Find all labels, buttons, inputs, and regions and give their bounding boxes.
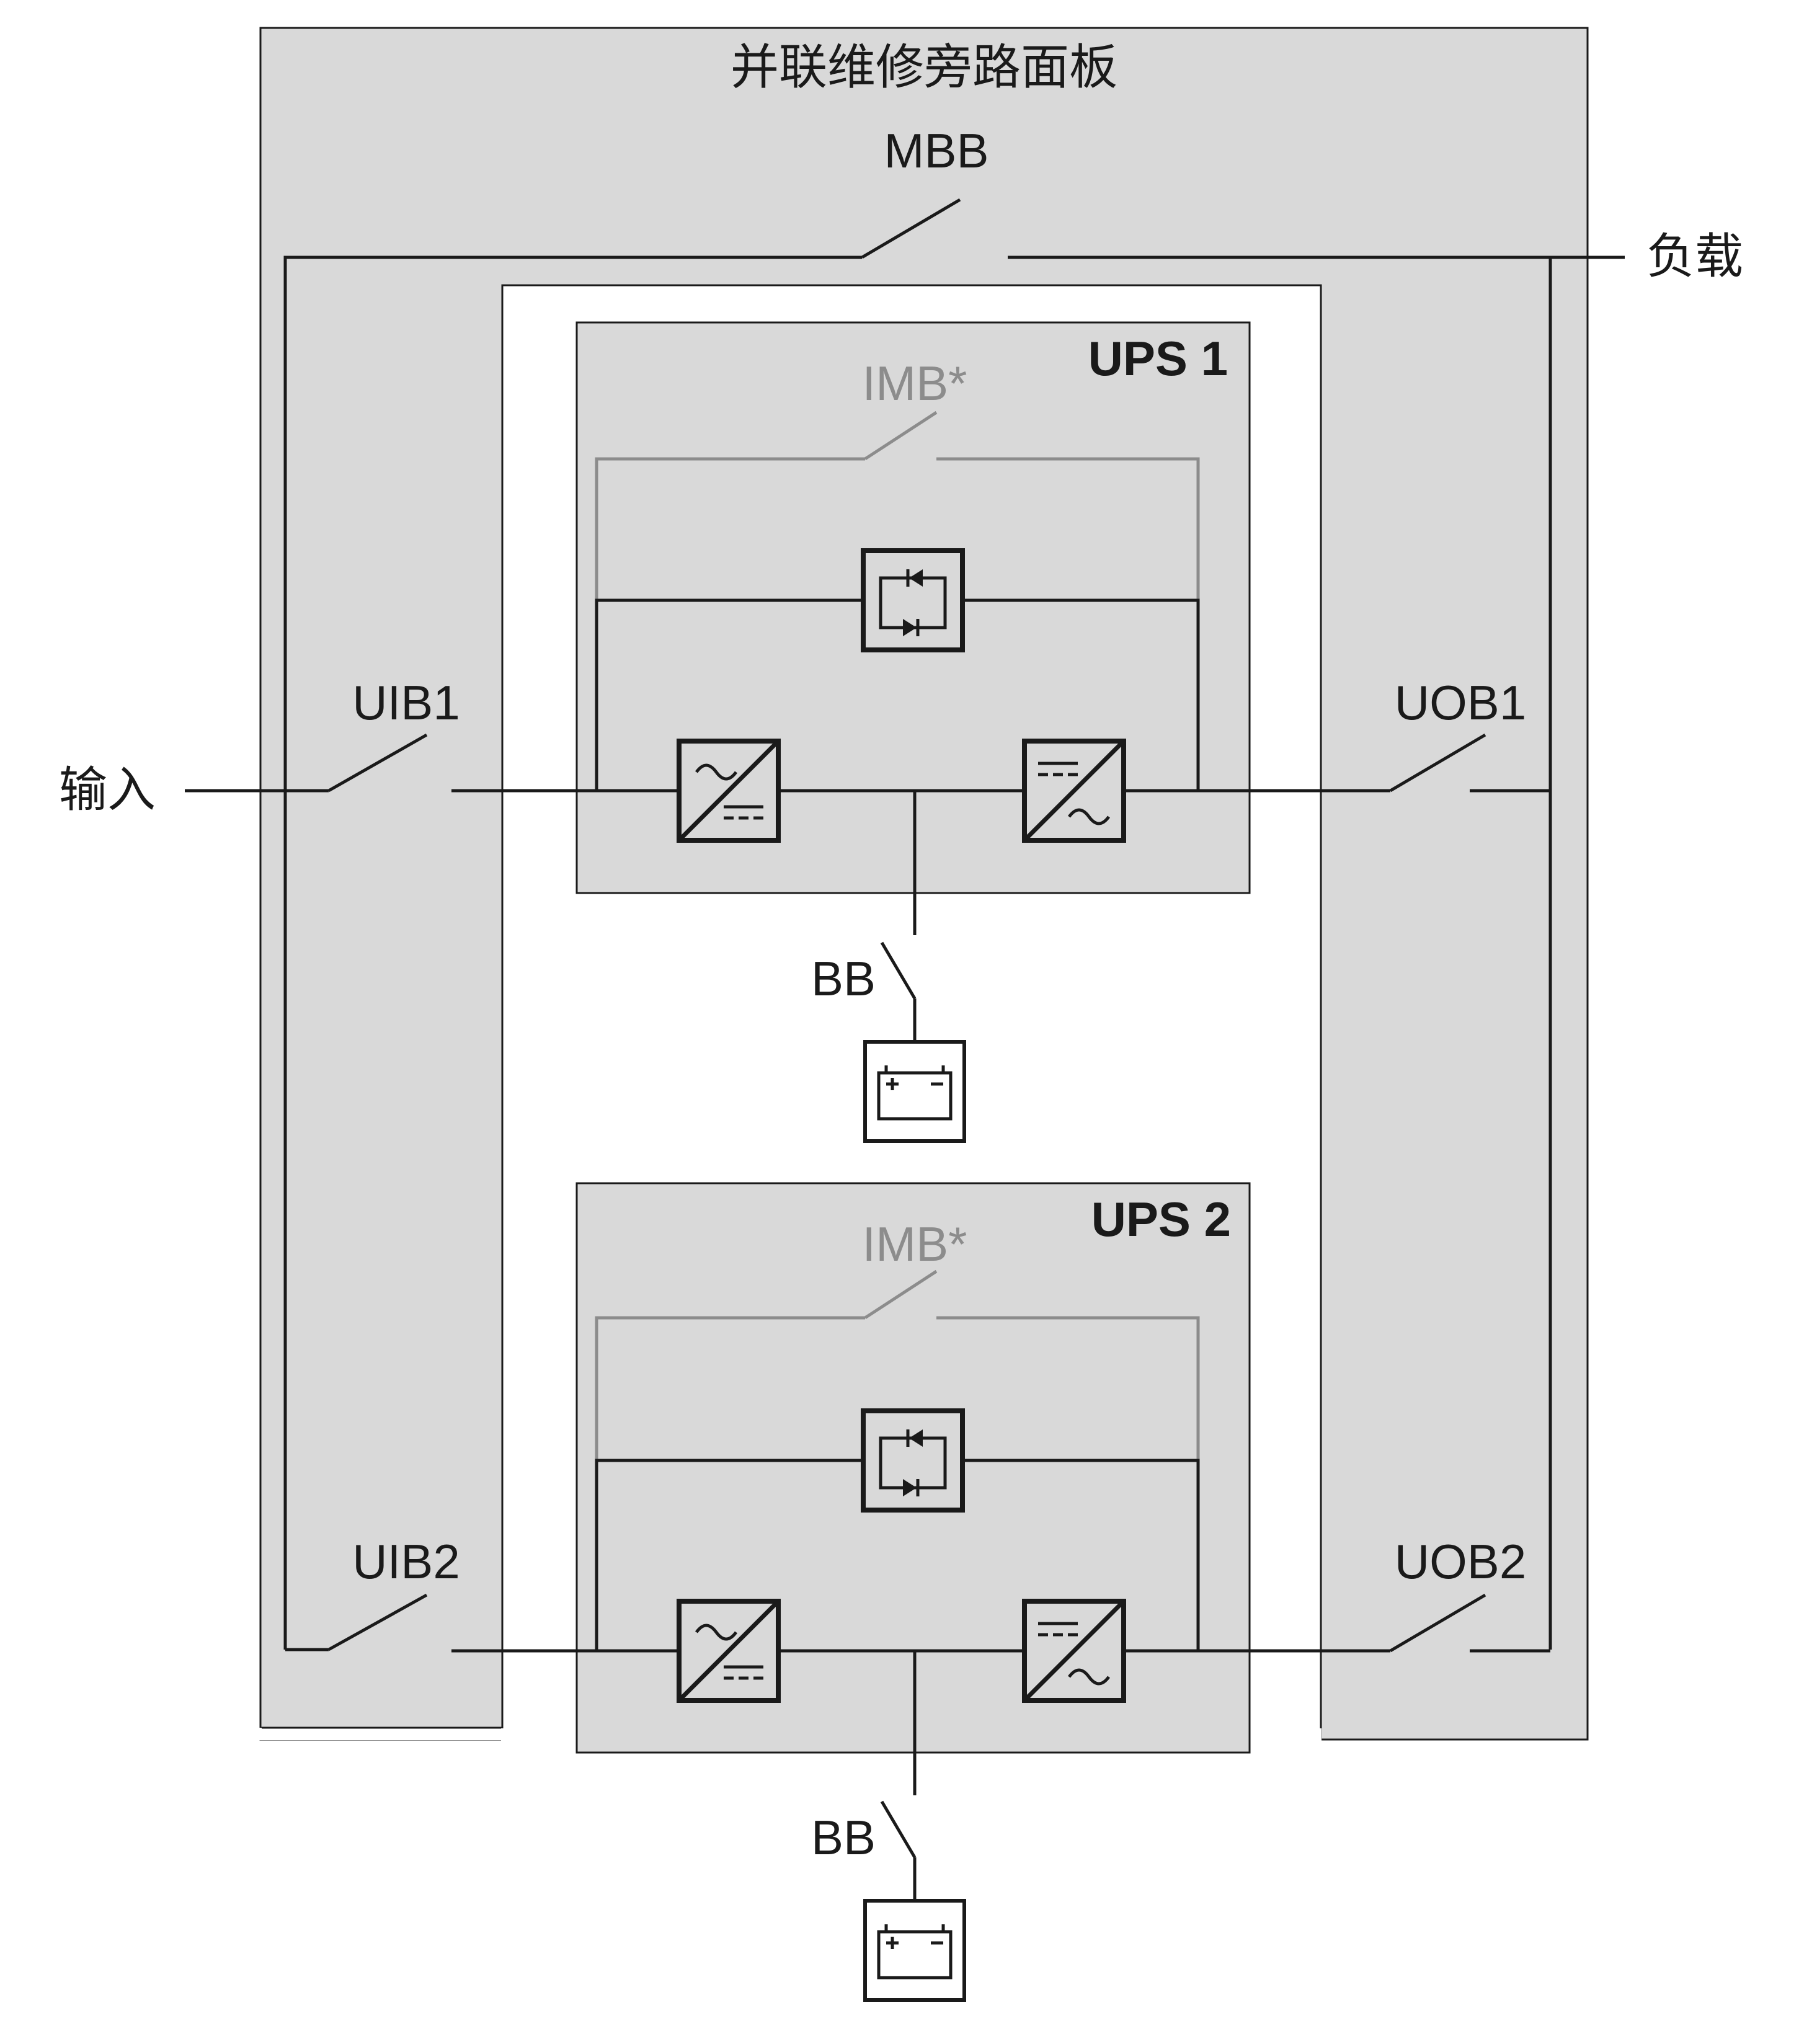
ups1-title: UPS 1 — [1088, 331, 1228, 386]
mbb-switch-blade — [861, 198, 961, 259]
load-label: 负载 — [1646, 229, 1743, 285]
ups1-static-switch-icon — [863, 551, 962, 650]
ups1-imb-label: IMB* — [862, 356, 967, 411]
ups2-bypass-wire-left — [595, 1459, 863, 1651]
ups1-inverter-icon — [1024, 741, 1124, 840]
uob1-switch — [1389, 733, 1486, 793]
panel-left-leg-cover — [261, 1728, 502, 1740]
ups2-imb-left-wire — [595, 1316, 865, 1460]
mbb-left-wire — [283, 256, 862, 1650]
uob2-switch — [1389, 1593, 1486, 1653]
ups2-rectifier-icon — [679, 1601, 778, 1700]
ups1-imb-right-wire — [936, 457, 1200, 600]
ups1-rectifier-icon — [679, 741, 778, 840]
ups2-title: UPS 2 — [1091, 1192, 1231, 1246]
uib1-switch — [327, 733, 428, 793]
input-label: 输入 — [59, 762, 156, 818]
ups2-imb-label: IMB* — [862, 1217, 967, 1271]
ups2-imb-right-wire — [936, 1316, 1200, 1460]
ups2-bb-label: BB — [811, 1810, 876, 1865]
ups2-bypass-wire-right — [962, 1459, 1200, 1651]
ups2-imb-switch — [864, 1269, 938, 1320]
panel-title: 并联维修旁路面板 — [731, 40, 1117, 96]
uib1-label: UIB1 — [352, 675, 460, 730]
ups1-bypass-wire-left — [595, 598, 863, 791]
uib2-label: UIB2 — [352, 1534, 460, 1589]
ups2-bb-switch — [880, 1800, 917, 1859]
uob2-label: UOB2 — [1395, 1534, 1526, 1589]
ups2-static-switch-icon — [863, 1411, 962, 1510]
ups1-imb-left-wire — [595, 457, 865, 600]
uob1-label: UOB1 — [1395, 675, 1526, 730]
ups1-bypass-wire-right — [962, 598, 1200, 791]
mbb-label: MBB — [884, 123, 988, 178]
ups1-battery-icon — [865, 1042, 964, 1141]
ups1-bb-label: BB — [811, 951, 876, 1006]
ups1-bb-switch — [880, 941, 917, 1000]
ups2-inverter-icon — [1024, 1601, 1124, 1700]
ups2-battery-icon — [865, 1901, 964, 2000]
uib2-switch — [327, 1593, 428, 1651]
ups1-imb-switch — [864, 411, 938, 461]
